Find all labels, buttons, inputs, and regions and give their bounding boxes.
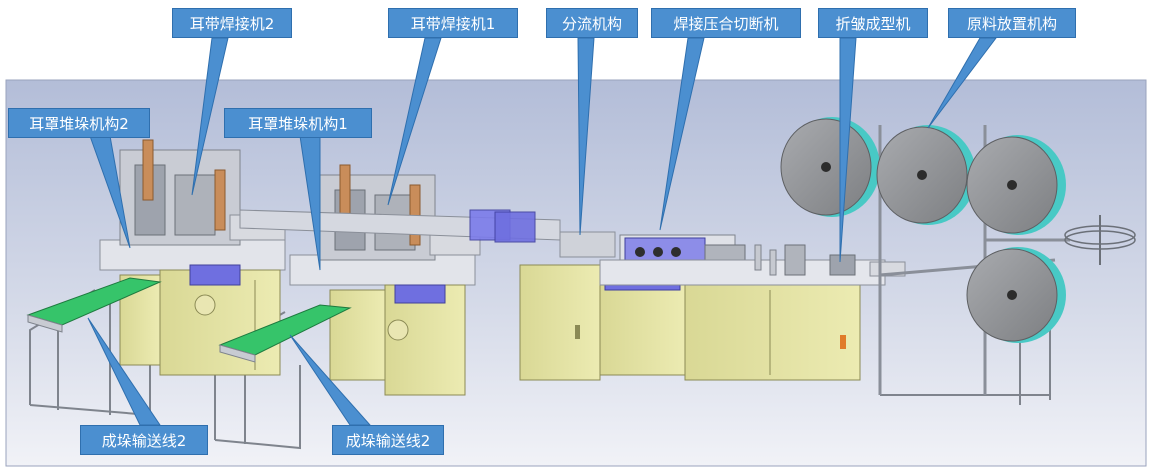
reel-2 bbox=[876, 125, 976, 225]
pointer-fold-form bbox=[839, 37, 857, 263]
reel-4 bbox=[966, 247, 1066, 343]
pointer-ear-welder-2 bbox=[191, 37, 229, 196]
reel-3 bbox=[966, 135, 1066, 235]
machine-module-1 bbox=[289, 164, 481, 396]
conveyor-2b bbox=[218, 304, 352, 363]
pointer-ear-welder-1 bbox=[387, 37, 442, 206]
pointer-weld-press-cut bbox=[659, 37, 705, 231]
callout-mask-stacker-1: 耳罩堆垛机构1 bbox=[224, 108, 372, 138]
folding-section bbox=[754, 244, 906, 277]
reel-1 bbox=[780, 117, 880, 217]
pointer-material-holder bbox=[927, 37, 998, 129]
callout-mask-stacker-2: 耳罩堆垛机构2 bbox=[8, 108, 150, 138]
callout-conveyor-2a: 成垛输送线2 bbox=[80, 425, 208, 455]
callout-splitter: 分流机构 bbox=[546, 8, 638, 38]
conveyor-2a bbox=[26, 277, 162, 333]
callout-fold-form: 折皱成型机 bbox=[818, 8, 928, 38]
callout-weld-press-cut: 焊接压合切断机 bbox=[651, 8, 801, 38]
callout-material-holder: 原料放置机构 bbox=[948, 8, 1076, 38]
callout-pointers bbox=[87, 37, 998, 426]
pointer-splitter bbox=[577, 37, 595, 236]
callout-ear-welder-1: 耳带焊接机1 bbox=[388, 8, 518, 38]
callout-ear-welder-2: 耳带焊接机2 bbox=[172, 8, 292, 38]
callout-conveyor-2b: 成垛输送线2 bbox=[332, 425, 444, 455]
nose-wire-reel bbox=[1064, 215, 1136, 265]
